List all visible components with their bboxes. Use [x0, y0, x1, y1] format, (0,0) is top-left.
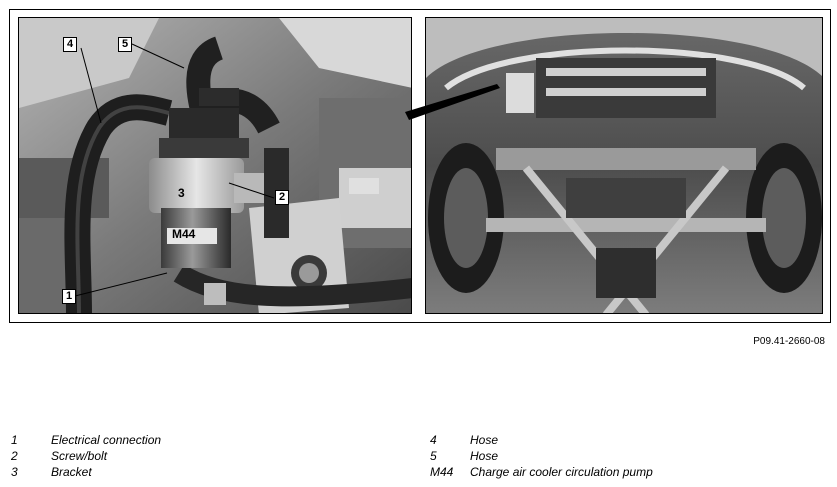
legend-number: 4	[430, 433, 437, 447]
legend-number: 3	[11, 465, 18, 479]
callout-3: 3	[178, 186, 185, 200]
legend-text: Hose	[470, 449, 499, 463]
callout-5: 5	[118, 37, 133, 52]
legend-item: 5 Hose	[430, 448, 653, 464]
legend-item: 1 Electrical connection	[11, 432, 161, 448]
legend-number: M44	[430, 465, 454, 479]
legend-text: Hose	[470, 433, 499, 447]
callout-4: 4	[63, 37, 78, 52]
legend-item: 2 Screw/bolt	[11, 448, 161, 464]
location-pointer	[405, 84, 500, 120]
legend-number: 5	[430, 449, 437, 463]
legend-item: M44 Charge air cooler circulation pump	[430, 464, 653, 480]
callout-m44: M44	[172, 227, 196, 241]
legend-text: Screw/bolt	[51, 449, 108, 463]
legend-left: 1 Electrical connection 2 Screw/bolt 3 Brac…	[11, 432, 161, 480]
legend-item: 3 Bracket	[11, 464, 161, 480]
pump-closeup-illustration	[19, 18, 411, 313]
legend-number: 2	[11, 449, 18, 463]
figure-reference: P09.41-2660-08	[753, 336, 825, 347]
vehicle-underside-photo	[425, 17, 823, 314]
callout-1: 1	[62, 289, 77, 304]
callout-2: 2	[275, 190, 290, 205]
legend-item: 4 Hose	[430, 432, 653, 448]
legend-text: Charge air cooler circulation pump	[470, 465, 653, 479]
legend-text: Electrical connection	[51, 433, 162, 447]
vehicle-underside-illustration	[426, 18, 822, 313]
legend-number: 1	[11, 433, 18, 447]
pump-closeup-photo	[18, 17, 412, 314]
legend-text: Bracket	[51, 465, 92, 479]
